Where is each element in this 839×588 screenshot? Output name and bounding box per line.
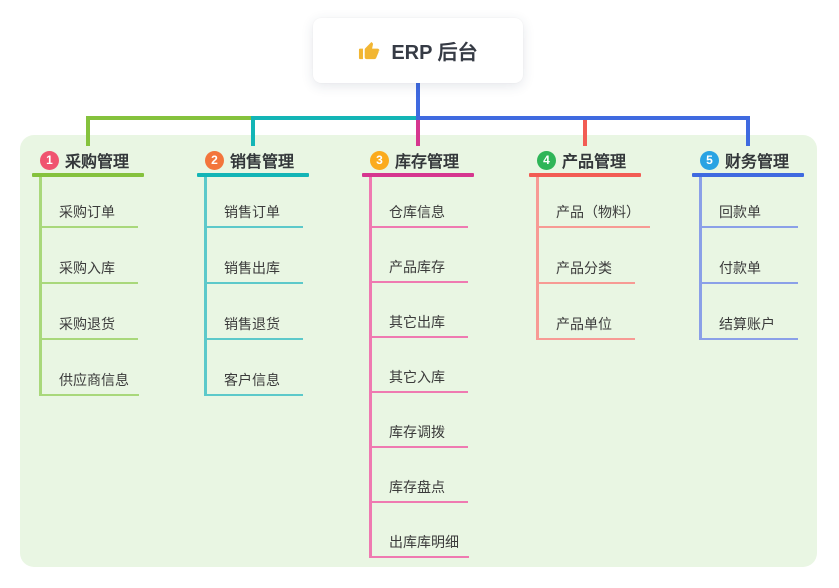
connector-drop-1 bbox=[86, 116, 90, 146]
branch-underline bbox=[32, 173, 144, 177]
child-node-label: 仓库信息 bbox=[389, 204, 445, 220]
branch-children: 产品（物料） 产品分类 产品单位 bbox=[536, 177, 650, 340]
child-node[interactable]: 采购入库 bbox=[42, 228, 138, 284]
child-node[interactable]: 库存调拨 bbox=[372, 393, 468, 448]
branch-underline bbox=[529, 173, 641, 177]
child-node-label: 产品库存 bbox=[389, 259, 445, 275]
child-node-label: 库存盘点 bbox=[389, 479, 445, 495]
branch-inventory: 3 库存管理 仓库信息 产品库存 其它出库 其它入库 库存调拨 库存盘点 出库库… bbox=[362, 147, 474, 558]
thumbs-up-icon bbox=[358, 39, 381, 62]
child-node-label: 销售出库 bbox=[224, 260, 280, 276]
child-node-label: 其它出库 bbox=[389, 314, 445, 330]
child-node[interactable]: 产品（物料） bbox=[539, 177, 650, 228]
connector-root-vertical bbox=[416, 83, 420, 120]
branch-title-label: 库存管理 bbox=[395, 154, 460, 171]
branch-product: 4 产品管理 产品（物料） 产品分类 产品单位 bbox=[529, 147, 650, 340]
child-node[interactable]: 采购退货 bbox=[42, 284, 138, 340]
child-node-label: 采购订单 bbox=[59, 204, 115, 220]
child-node[interactable]: 客户信息 bbox=[207, 340, 303, 396]
child-node-label: 采购入库 bbox=[59, 260, 115, 276]
child-node-label: 产品单位 bbox=[556, 316, 612, 332]
connector-drop-5 bbox=[746, 116, 750, 146]
branch-children: 采购订单 采购入库 采购退货 供应商信息 bbox=[39, 177, 144, 396]
branch-underline bbox=[197, 173, 309, 177]
branch-title-label: 财务管理 bbox=[725, 154, 790, 171]
child-node[interactable]: 库存盘点 bbox=[372, 448, 468, 503]
priority-badge-4: 4 bbox=[537, 150, 556, 170]
branch-title-label: 采购管理 bbox=[65, 154, 130, 171]
child-node-label: 产品分类 bbox=[556, 260, 612, 276]
child-node[interactable]: 销售退货 bbox=[207, 284, 303, 340]
child-node-label: 结算账户 bbox=[719, 316, 775, 332]
child-node-label: 销售退货 bbox=[224, 316, 280, 332]
branch-underline bbox=[692, 173, 804, 177]
priority-badge-5: 5 bbox=[700, 150, 719, 170]
connector-drop-2 bbox=[251, 116, 255, 146]
connector-drop-3 bbox=[416, 116, 420, 146]
child-node-label: 客户信息 bbox=[224, 372, 280, 388]
branch-underline bbox=[362, 173, 474, 177]
branch-title-product[interactable]: 4 产品管理 bbox=[529, 147, 641, 173]
child-node[interactable]: 产品单位 bbox=[539, 284, 635, 340]
branch-children: 回款单 付款单 结算账户 bbox=[699, 177, 804, 340]
connector-horizontal-green bbox=[86, 116, 255, 120]
child-node-label: 回款单 bbox=[719, 204, 761, 220]
root-node-label: ERP 后台 bbox=[391, 42, 478, 64]
child-node[interactable]: 付款单 bbox=[702, 228, 798, 284]
child-node[interactable]: 仓库信息 bbox=[372, 177, 468, 228]
priority-badge-3: 3 bbox=[370, 150, 389, 170]
child-node[interactable]: 产品分类 bbox=[539, 228, 635, 284]
branch-title-label: 销售管理 bbox=[230, 154, 295, 171]
branch-children: 销售订单 销售出库 销售退货 客户信息 bbox=[204, 177, 309, 396]
child-node-label: 产品（物料） bbox=[556, 204, 640, 220]
branch-title-finance[interactable]: 5 财务管理 bbox=[692, 147, 804, 173]
child-node[interactable]: 采购订单 bbox=[42, 177, 138, 228]
branch-title-purchase[interactable]: 1 采购管理 bbox=[32, 147, 144, 173]
child-node[interactable]: 销售订单 bbox=[207, 177, 303, 228]
branch-sales: 2 销售管理 销售订单 销售出库 销售退货 客户信息 bbox=[197, 147, 309, 396]
root-node[interactable]: ERP 后台 bbox=[313, 18, 523, 83]
child-node-label: 出库库明细 bbox=[389, 534, 459, 550]
child-node[interactable]: 结算账户 bbox=[702, 284, 798, 340]
branch-title-inventory[interactable]: 3 库存管理 bbox=[362, 147, 474, 173]
branch-title-sales[interactable]: 2 销售管理 bbox=[197, 147, 309, 173]
priority-badge-2: 2 bbox=[205, 150, 224, 170]
child-node[interactable]: 产品库存 bbox=[372, 228, 468, 283]
child-node[interactable]: 出库库明细 bbox=[372, 503, 469, 558]
connector-horizontal-teal bbox=[251, 116, 420, 120]
child-node[interactable]: 其它出库 bbox=[372, 283, 468, 338]
connector-horizontal-blue bbox=[416, 116, 750, 120]
child-node[interactable]: 回款单 bbox=[702, 177, 798, 228]
branch-purchase: 1 采购管理 采购订单 采购入库 采购退货 供应商信息 bbox=[32, 147, 144, 396]
branch-title-label: 产品管理 bbox=[562, 154, 627, 171]
branch-finance: 5 财务管理 回款单 付款单 结算账户 bbox=[692, 147, 804, 340]
priority-badge-1: 1 bbox=[40, 150, 59, 170]
child-node-label: 供应商信息 bbox=[59, 372, 129, 388]
connector-drop-4 bbox=[583, 116, 587, 146]
child-node-label: 付款单 bbox=[719, 260, 761, 276]
child-node-label: 采购退货 bbox=[59, 316, 115, 332]
child-node[interactable]: 供应商信息 bbox=[42, 340, 139, 396]
child-node-label: 其它入库 bbox=[389, 369, 445, 385]
mindmap-panel bbox=[20, 135, 817, 567]
child-node[interactable]: 销售出库 bbox=[207, 228, 303, 284]
child-node[interactable]: 其它入库 bbox=[372, 338, 468, 393]
branch-children: 仓库信息 产品库存 其它出库 其它入库 库存调拨 库存盘点 出库库明细 bbox=[369, 177, 474, 558]
child-node-label: 库存调拨 bbox=[389, 424, 445, 440]
child-node-label: 销售订单 bbox=[224, 204, 280, 220]
